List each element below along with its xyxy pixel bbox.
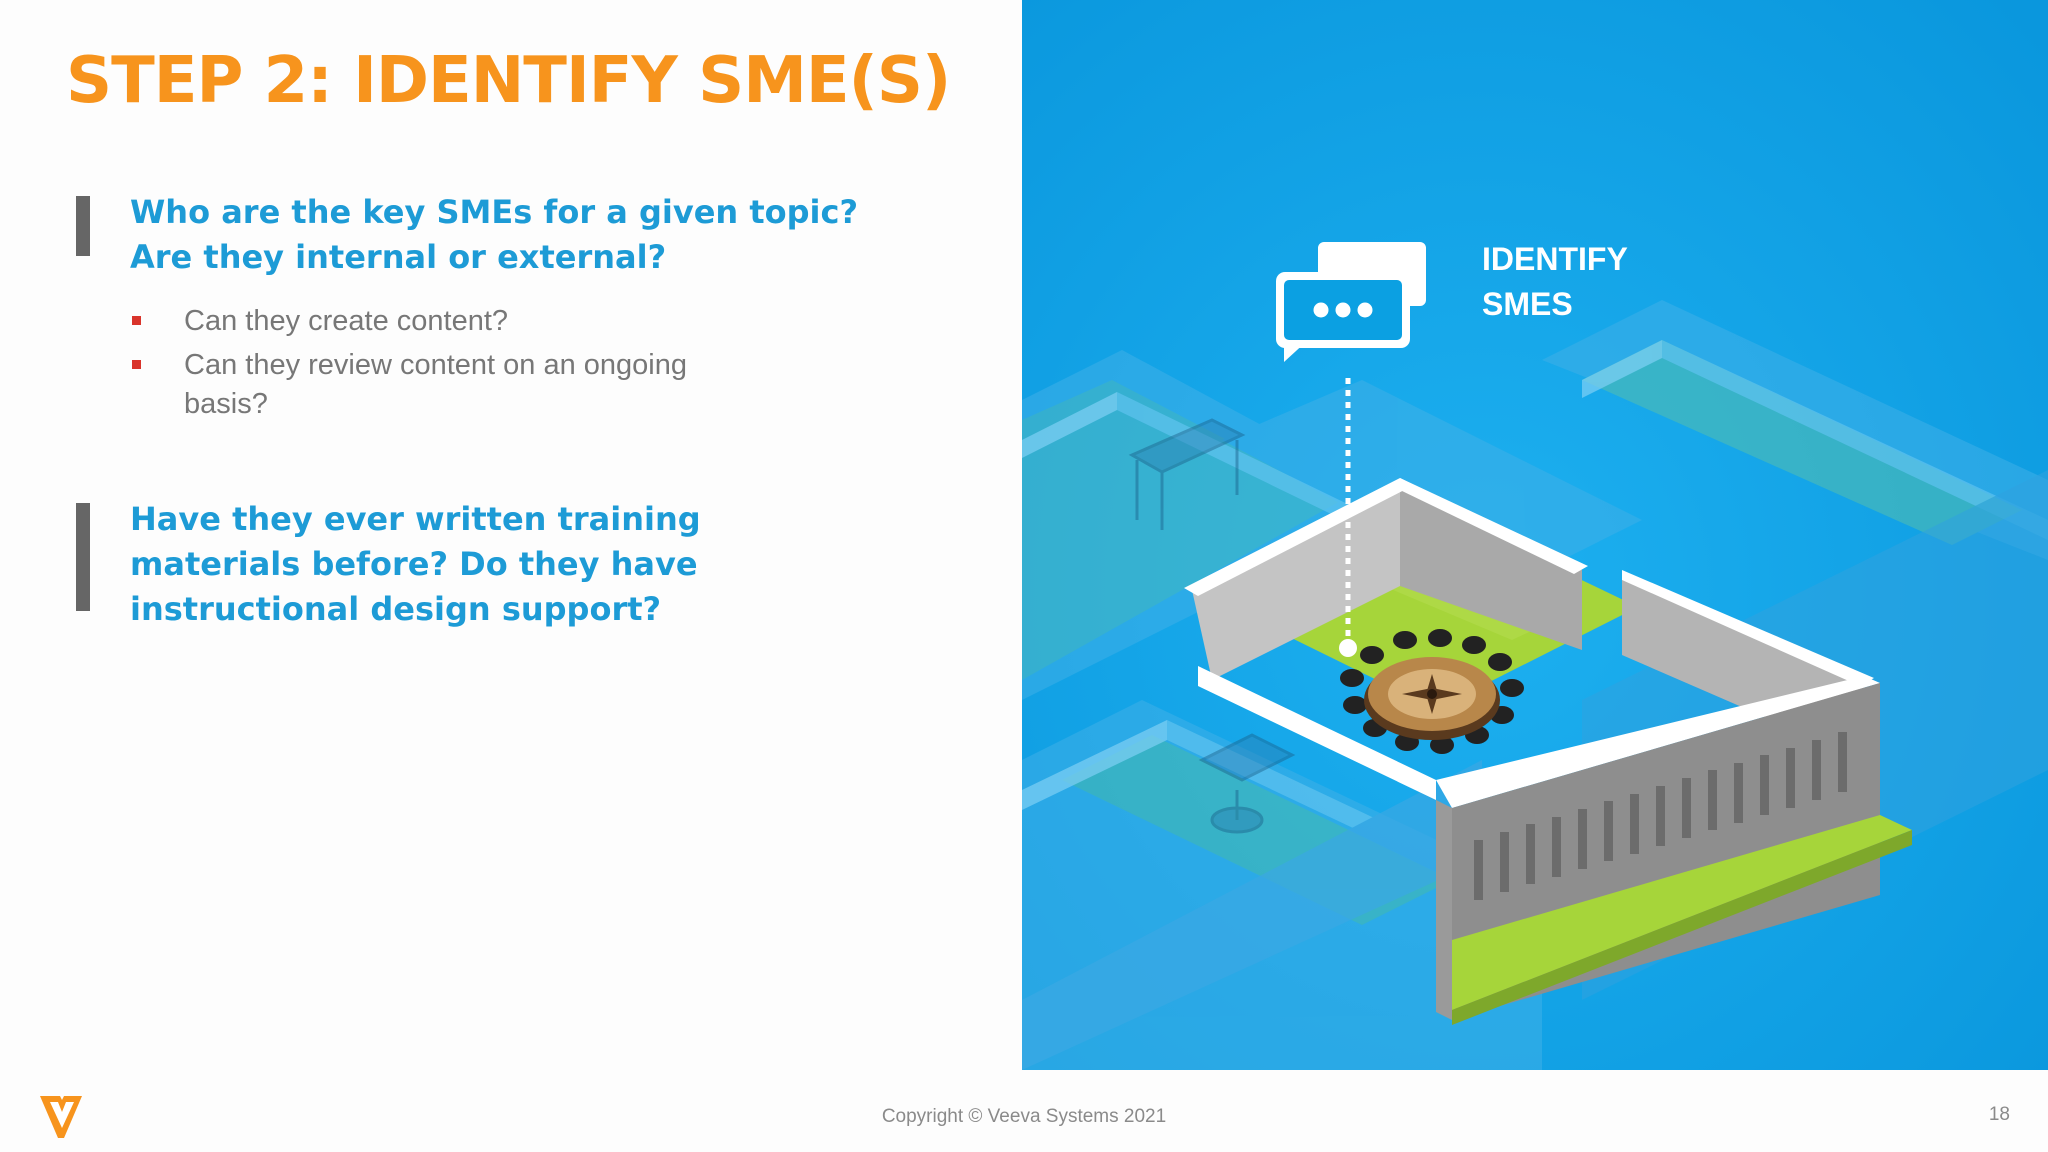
office-illustration <box>1022 0 2048 1070</box>
illustration-label-line: IDENTIFY <box>1482 241 1628 277</box>
illustration-label-line: SMES <box>1482 286 1573 322</box>
copyright-text: Copyright © Veeva Systems 2021 <box>881 1106 1167 1127</box>
bullet-marker-icon <box>132 360 141 369</box>
bullet-marker-icon <box>132 316 141 325</box>
chat-bubbles-icon <box>1276 242 1426 362</box>
slide-title: STEP 2: IDENTIFY SME(S) <box>66 44 951 118</box>
bullet-text: Can they review content on an ongoing ba… <box>184 349 688 420</box>
question-block-training-experience: Have they ever written training material… <box>76 497 876 637</box>
accent-bar <box>76 503 90 611</box>
bullet-text: Can they create content? <box>184 305 509 337</box>
question-text: Have they ever written training material… <box>130 500 701 628</box>
page-number: 18 <box>1988 1104 2010 1125</box>
illustration-label: IDENTIFY SMES <box>1482 237 1742 327</box>
question-text: Who are the key SMEs for a given topic? … <box>130 193 859 276</box>
bullet-list: Can they create content? Can they review… <box>130 302 690 429</box>
veeva-v-logo-icon <box>40 1096 82 1138</box>
question-block-sme-identity: Who are the key SMEs for a given topic? … <box>76 190 876 440</box>
bullet-item: Can they review content on an ongoing ba… <box>130 346 690 424</box>
bullet-item: Can they create content? <box>130 302 690 341</box>
accent-bar <box>76 196 90 256</box>
